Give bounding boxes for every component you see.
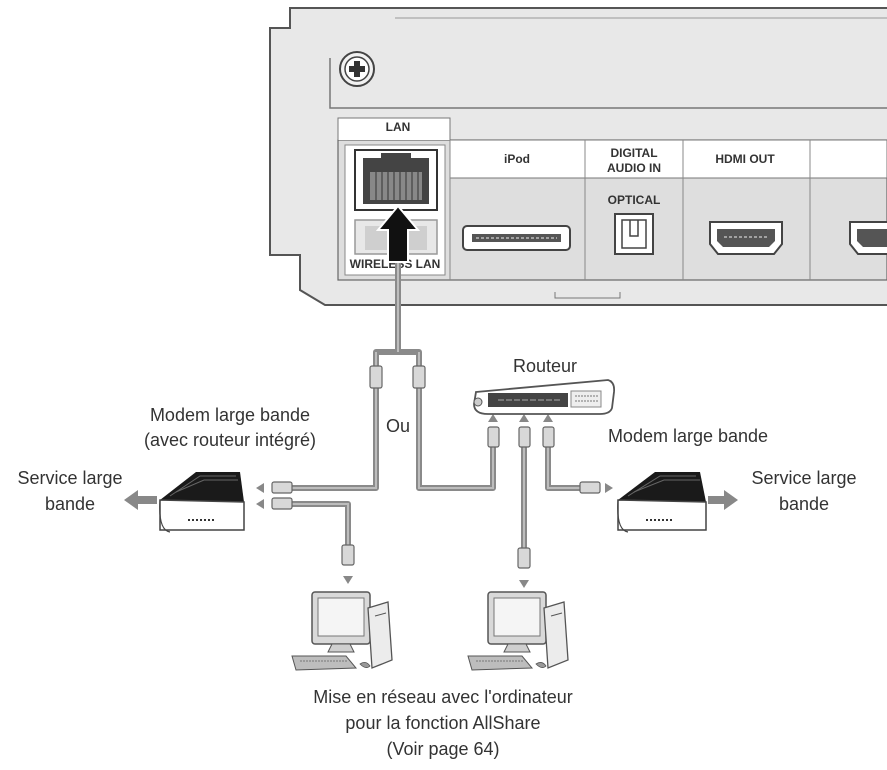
rear-panel: LAN WIRELESS LAN iPod DIGITAL AUDIO IN O… <box>269 7 887 306</box>
lan-label: LAN <box>386 120 411 134</box>
panel-inner-edge <box>329 58 887 109</box>
arrow-down-small-icon <box>519 580 529 588</box>
optical-label: OPTICAL <box>608 193 661 207</box>
arrow-up-small-icon <box>543 414 553 422</box>
router-icon <box>473 379 616 415</box>
plug-icon <box>487 426 500 448</box>
plug-icon <box>518 426 531 448</box>
direction-arrows <box>256 414 613 588</box>
service-right-label-line1: Service large <box>751 468 856 488</box>
plug-icon <box>579 481 601 494</box>
service-left-label-line2: bande <box>45 494 95 514</box>
caption-line2: pour la fonction AllShare <box>345 713 540 733</box>
caption-line3: (Voir page 64) <box>386 739 499 759</box>
plug-icon <box>412 365 426 389</box>
arrow-up-small-icon <box>519 414 529 422</box>
arrow-down-small-icon <box>343 576 353 584</box>
plug-icon <box>271 497 293 510</box>
plug-icon <box>271 481 293 494</box>
arrow-left-small-icon <box>256 483 264 493</box>
arrow-up-small-icon <box>488 414 498 422</box>
arrow-right-small-icon <box>605 483 613 493</box>
service-arrow-left-icon <box>124 490 157 510</box>
modem-router-label-line2: (avec routeur intégré) <box>144 430 316 450</box>
modem-right-label: Modem large bande <box>608 426 768 446</box>
service-arrows <box>124 490 738 510</box>
lan-label-tab <box>337 117 451 140</box>
plug-icon <box>341 544 355 566</box>
cable-modem-to-pc-left <box>285 501 351 548</box>
hdmi-out-label: HDMI OUT <box>715 152 775 166</box>
plug-icon <box>542 426 555 448</box>
service-arrow-right-icon <box>708 490 738 510</box>
label-row <box>449 139 887 179</box>
arrow-up-icon <box>375 204 421 263</box>
modem-router-label-line1: Modem large bande <box>150 405 310 425</box>
lan-port-icon[interactable] <box>354 149 438 211</box>
computer-right-icon <box>467 591 569 671</box>
ipod-label: iPod <box>504 152 530 166</box>
caption-line1: Mise en réseau avec l'ordinateur <box>313 687 573 707</box>
modem-router-icon <box>159 472 245 533</box>
digital-label: DIGITAL <box>610 146 657 160</box>
hdmi-port-partial-icon <box>849 221 887 255</box>
plug-icon <box>369 365 383 389</box>
plug-icon <box>517 547 531 569</box>
hdmi-port-icon[interactable] <box>709 221 783 255</box>
service-left-label-line1: Service large <box>17 468 122 488</box>
service-right-label-line2: bande <box>779 494 829 514</box>
audio-in-label: AUDIO IN <box>607 161 661 175</box>
screw-icon <box>339 51 375 87</box>
computer-left-icon <box>291 591 393 671</box>
ipod-port-icon[interactable] <box>462 225 571 251</box>
modem-icon <box>617 472 707 533</box>
router-label: Routeur <box>513 356 577 376</box>
panel-foot <box>554 292 621 299</box>
cable-plugs <box>271 365 601 569</box>
or-label: Ou <box>386 416 410 436</box>
cable-to-router <box>398 349 496 491</box>
arrow-left-small-icon <box>256 499 264 509</box>
optical-port-icon[interactable] <box>614 213 654 255</box>
cable-router-to-modem <box>545 440 598 491</box>
